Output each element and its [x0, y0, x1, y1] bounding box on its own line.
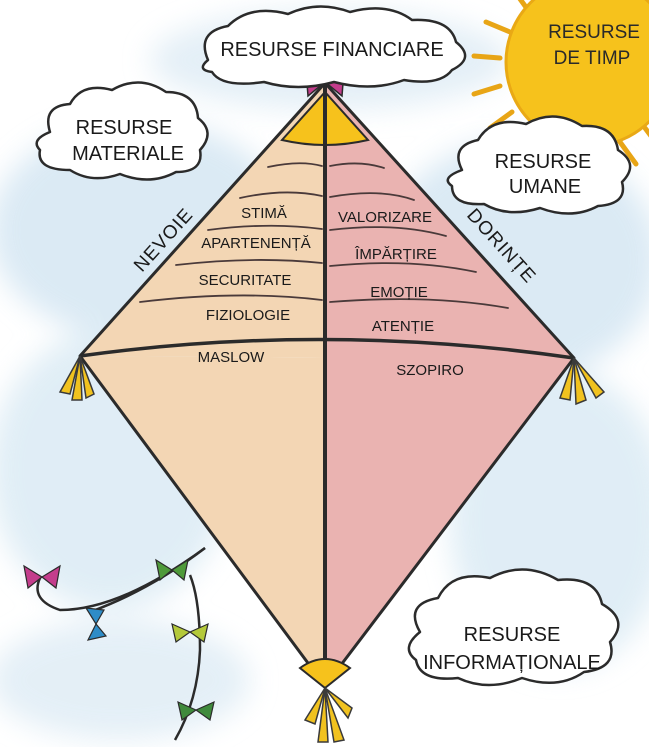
level-lines	[139, 162, 509, 309]
right-level-3: EMOȚIE	[370, 284, 428, 301]
cloud-financial	[201, 5, 467, 89]
right-level-1: VALORIZARE	[338, 209, 432, 226]
cloud-material-label-line1: RESURSE	[76, 117, 173, 139]
tail-bow-darkgreen-icon	[177, 700, 215, 722]
tail-bow-blue-icon	[84, 607, 108, 641]
cloud-informational-label-line2: INFORMAȚIONALE	[423, 652, 601, 674]
bottom-tassel-icon	[298, 658, 353, 743]
tail-bow-lime-icon	[171, 622, 209, 644]
tail-bow-pink-icon	[23, 564, 61, 590]
left-tassel-icon	[58, 355, 95, 401]
sun-label-line1: RESURSE	[548, 22, 640, 43]
right-tassel-icon	[559, 357, 606, 406]
right-model-label: SZOPIRO	[396, 362, 464, 379]
kite-body	[78, 81, 576, 688]
left-level-3: SECURITATE	[199, 272, 292, 289]
cloud-human-label-line2: UMANE	[509, 176, 581, 198]
kite-tail	[23, 546, 215, 741]
left-level-4: FIZIOLOGIE	[206, 307, 290, 324]
cloud-human-label-line1: RESURSE	[495, 151, 592, 173]
cloud-informational-label-line1: RESURSE	[464, 624, 561, 646]
right-level-4: ATENȚIE	[372, 318, 434, 335]
sun-label-line2: DE TIMP	[554, 48, 631, 69]
cloud-material-label-line2: MATERIALE	[72, 143, 184, 165]
left-level-1: STIMĂ	[241, 205, 287, 222]
left-model-label: MASLOW	[198, 349, 266, 366]
cloud-human	[446, 115, 632, 215]
cloud-financial-label: RESURSE FINANCIARE	[220, 39, 443, 61]
cloud-material	[35, 81, 209, 181]
left-level-2: APARTENENȚĂ	[201, 235, 310, 252]
tail-bow-green-icon	[155, 558, 189, 582]
right-level-2: ÎMPĂRȚIRE	[354, 246, 437, 263]
cloud-informational	[407, 568, 620, 687]
